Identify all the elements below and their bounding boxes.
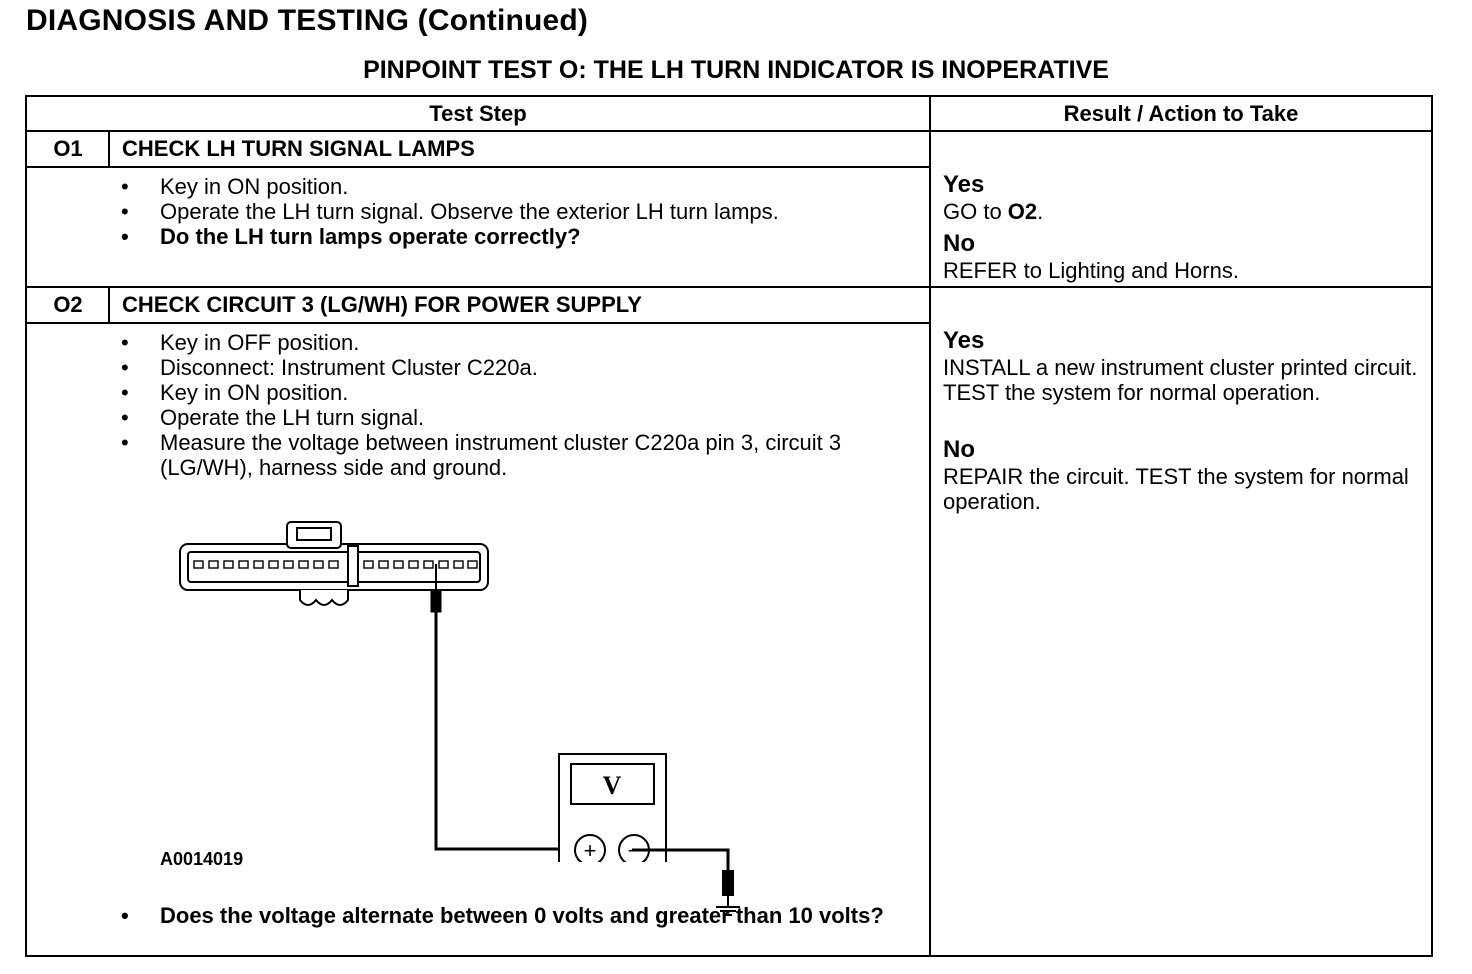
- step-o2-number: O2: [53, 292, 83, 317]
- step-o2-title: CHECK CIRCUIT 3 (LG/WH) FOR POWER SUPPLY: [122, 292, 642, 317]
- o2-no-label: No: [943, 436, 975, 463]
- step-o2-question: Does the voltage alternate between 0 vol…: [119, 903, 909, 928]
- o1-title-divider: [27, 166, 929, 168]
- o2-no-action: REPAIR the circuit. TEST the system for …: [943, 464, 1409, 514]
- o2-number-divider: [108, 286, 110, 323]
- step-o1-question: Do the LH turn lamps operate correctly?: [119, 224, 779, 249]
- o1-number-divider: [108, 130, 110, 166]
- o1-yes-action: GO to O2.: [943, 199, 1044, 224]
- step-o2-bullets: Key in OFF position. Disconnect: Instrum…: [119, 330, 879, 480]
- step-o2-bullet: Measure the voltage between instrument c…: [119, 430, 879, 480]
- o2-title-divider: [27, 322, 929, 324]
- pinpoint-test-title: PINPOINT TEST O: THE LH TURN INDICATOR I…: [363, 56, 1109, 84]
- step-o1-result: Yes GO to O2. No REFER to Lighting and H…: [943, 171, 1423, 283]
- row-divider: [27, 286, 1431, 288]
- o1-yes-label: Yes: [943, 171, 985, 198]
- voltage-test-diagram: V + −: [179, 521, 667, 862]
- connector-pins: [193, 560, 478, 569]
- step-o1-bullet: Operate the LH turn signal. Observe the …: [119, 199, 779, 224]
- o1-no-label: No: [943, 230, 975, 257]
- step-o2-bullet: Disconnect: Instrument Cluster C220a.: [119, 355, 879, 380]
- meter-plus-terminal: +: [584, 838, 597, 862]
- test-lead-negative: [632, 848, 730, 890]
- step-o2-result: Yes INSTALL a new instrument cluster pri…: [943, 327, 1423, 514]
- step-o2-final-bullets: Does the voltage alternate between 0 vol…: [119, 903, 909, 928]
- o1-no-action: REFER to Lighting and Horns.: [943, 258, 1239, 283]
- column-divider: [929, 97, 931, 955]
- step-o2-bullet: Operate the LH turn signal.: [119, 405, 879, 430]
- step-o2-bullet: Key in ON position.: [119, 380, 879, 405]
- o2-yes-action: INSTALL a new instrument cluster printed…: [943, 355, 1418, 405]
- voltmeter-symbol: V: [603, 771, 622, 800]
- o2-yes-label: Yes: [943, 327, 985, 354]
- voltmeter-icon: [558, 753, 667, 862]
- step-o1-bullet: Key in ON position.: [119, 174, 779, 199]
- test-lead-positive: [434, 612, 584, 851]
- header-test-step: Test Step: [429, 101, 527, 126]
- step-o1-title: CHECK LH TURN SIGNAL LAMPS: [122, 136, 475, 161]
- step-o1-number: O1: [53, 136, 83, 161]
- connector-c220a-icon: [179, 521, 489, 606]
- header-divider: [27, 130, 1431, 132]
- page-title: DIAGNOSIS AND TESTING (Continued): [26, 4, 589, 37]
- figure-code: A0014019: [160, 849, 244, 869]
- step-o1-bullets: Key in ON position. Operate the LH turn …: [119, 174, 779, 249]
- step-o2-bullet: Key in OFF position.: [119, 330, 879, 355]
- pinpoint-test-table: Test Step Result / Action to Take O1 CHE…: [25, 95, 1433, 957]
- header-result-action: Result / Action to Take: [1063, 101, 1299, 126]
